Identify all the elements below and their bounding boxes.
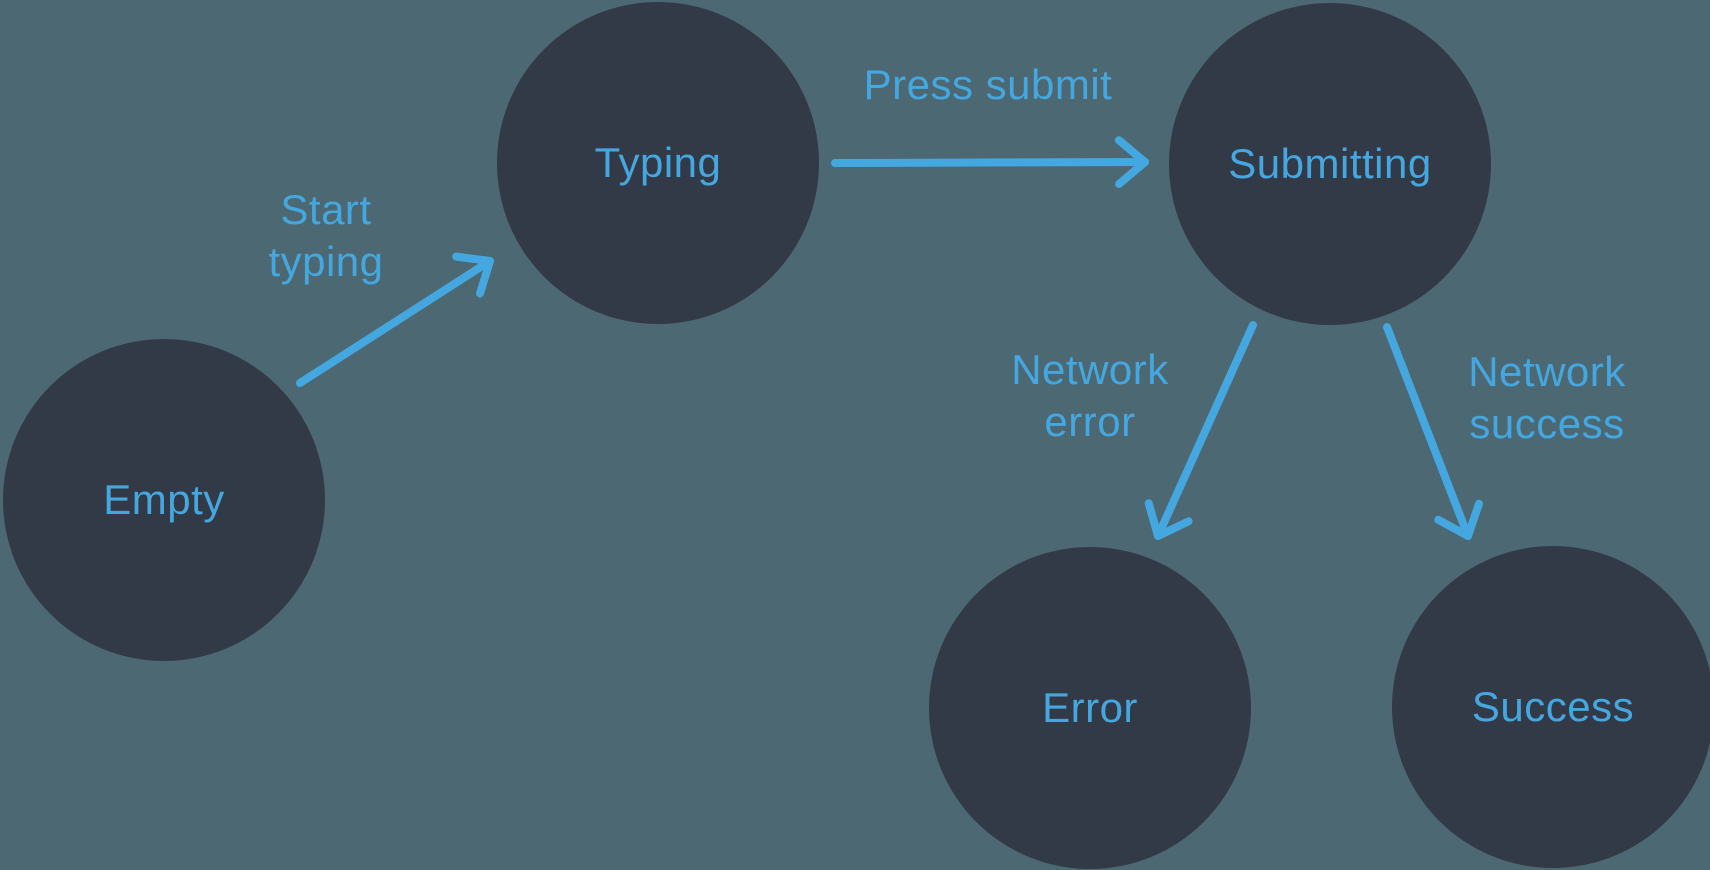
edge-label-network-success: Network success <box>1468 348 1626 447</box>
state-label-success: Success <box>1471 683 1635 730</box>
state-node-error: Error <box>929 547 1251 869</box>
state-label-submitting: Submitting <box>1228 140 1432 187</box>
state-label-typing: Typing <box>594 139 722 186</box>
state-node-typing: Typing <box>497 2 819 324</box>
state-label-error: Error <box>1042 684 1138 731</box>
edge-label-network-error: Network error <box>1011 346 1169 445</box>
state-node-success: Success <box>1392 546 1710 868</box>
state-node-submitting: Submitting <box>1169 3 1491 325</box>
edge-label-press-submit: Press submit <box>863 61 1113 108</box>
edge-label-start-typing: Start typing <box>268 186 384 285</box>
state-node-empty: Empty <box>3 339 325 661</box>
edge-arrow-press-submit <box>831 136 1149 188</box>
state-label-empty: Empty <box>103 476 225 523</box>
